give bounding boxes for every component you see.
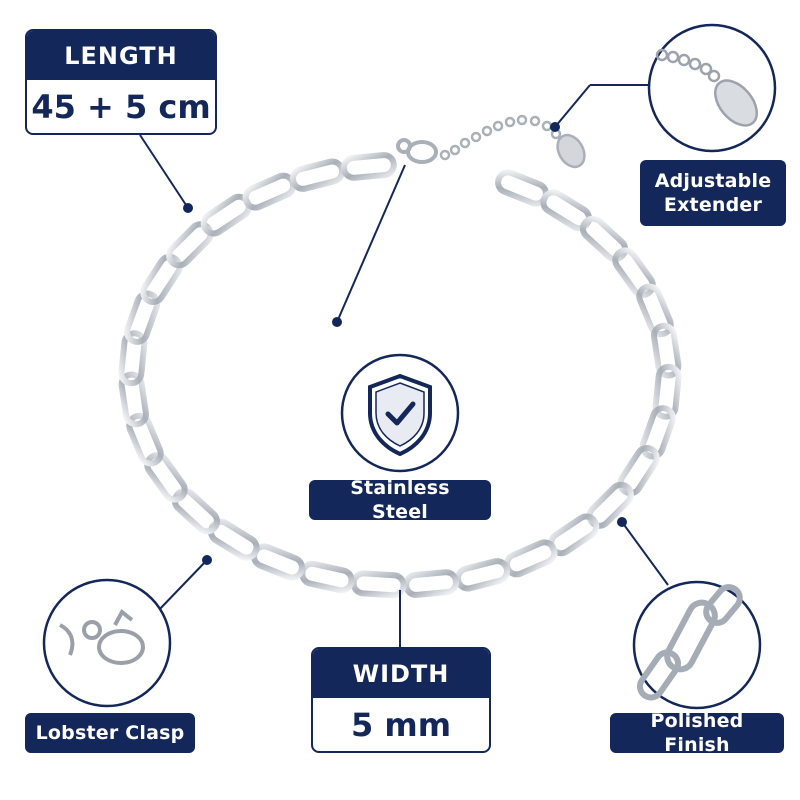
clasp-label: Lobster Clasp <box>25 713 195 753</box>
chain-link <box>242 172 297 211</box>
paperclip-chain <box>118 152 682 599</box>
extender-label: Adjustable Extender <box>640 160 786 226</box>
material-label: Stainless Steel <box>309 477 491 523</box>
chain-link <box>350 570 407 599</box>
chain-link <box>652 363 682 420</box>
chain-link <box>299 560 355 594</box>
chain-link <box>503 539 558 578</box>
chain-link <box>290 158 346 192</box>
zoom-circle-material <box>340 353 460 473</box>
chain-link <box>454 558 510 592</box>
chain-link <box>144 452 188 503</box>
finish-label: Polished Finish <box>610 710 784 756</box>
callout-lines <box>139 84 669 647</box>
chain-link <box>126 412 164 467</box>
chain-link <box>617 445 660 497</box>
width-value: 5 mm <box>350 705 452 744</box>
chain-link <box>612 247 656 298</box>
chain-link <box>650 322 682 379</box>
width-heading: WIDTH <box>313 649 489 698</box>
zoom-circle-extender <box>647 23 777 153</box>
chain-link <box>124 290 161 345</box>
chain-link <box>118 371 150 428</box>
zoom-circle-finish <box>632 580 762 710</box>
shield-check-icon <box>368 373 432 457</box>
chain-link <box>403 569 460 598</box>
lobster-clasp-icon <box>59 608 145 665</box>
chain-link <box>636 283 674 338</box>
chain-link <box>340 152 397 181</box>
chain-link <box>171 487 220 535</box>
chain-link-icon <box>636 584 743 701</box>
chain-link <box>639 405 676 460</box>
chain-link <box>140 253 183 305</box>
necklace-clasp <box>396 138 438 164</box>
necklace-extender <box>439 114 586 169</box>
chain-link <box>118 330 148 387</box>
zoom-circle-clasp <box>42 578 172 708</box>
length-heading: LENGTH <box>27 31 215 80</box>
length-value: 45 + 5 cm <box>31 87 211 126</box>
width-card: WIDTH 5 mm <box>311 647 491 753</box>
extender-chain-icon <box>655 48 758 127</box>
length-card: LENGTH 45 + 5 cm <box>25 29 217 135</box>
chain-link <box>580 215 629 263</box>
